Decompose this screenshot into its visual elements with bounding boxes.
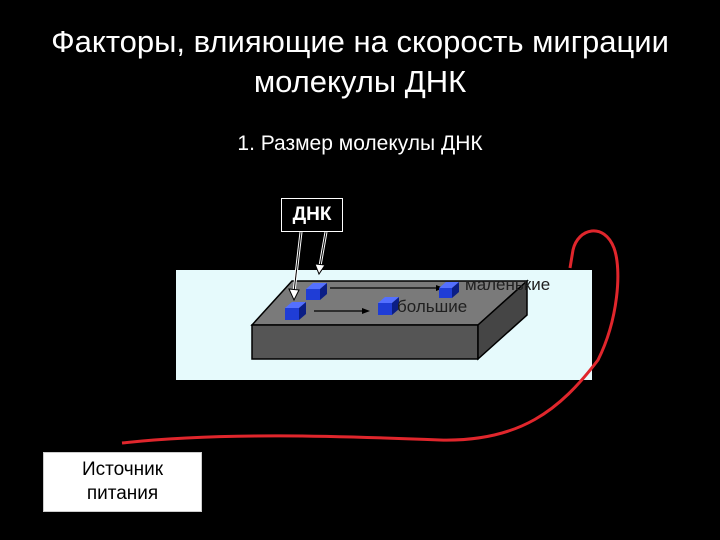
slide-title-line-1: Факторы, влияющие на скорость миграции	[51, 24, 669, 59]
dna-band-large-fragment	[378, 297, 399, 315]
migration-arrow-large	[314, 308, 370, 314]
gel-front-face	[251, 324, 479, 360]
power-supply-label-line-1: Источник	[81, 459, 164, 480]
dna-band-well-2	[285, 302, 306, 320]
dna-band-small-fragment	[439, 282, 459, 298]
slide-subtitle: 1. Размер молекулы ДНК	[237, 132, 483, 155]
small-fragments-label: маленькие	[465, 275, 551, 294]
dna-loading-arrow-2	[314, 231, 328, 276]
power-supply-box: Источник питания	[43, 452, 202, 512]
dna-band-well-1	[306, 283, 327, 300]
power-supply-label-line-2: питания	[86, 483, 159, 504]
gel-side-face	[477, 279, 528, 361]
power-wire	[121, 229, 620, 445]
slide-title-line-2: молекулы ДНК	[253, 64, 467, 99]
dna-label: ДНК	[281, 198, 343, 232]
large-fragments-label: большие	[397, 297, 468, 316]
slide-title: Факторы, влияющие на скорость миграции м…	[20, 22, 700, 102]
dna-loading-arrow-1	[288, 231, 303, 302]
